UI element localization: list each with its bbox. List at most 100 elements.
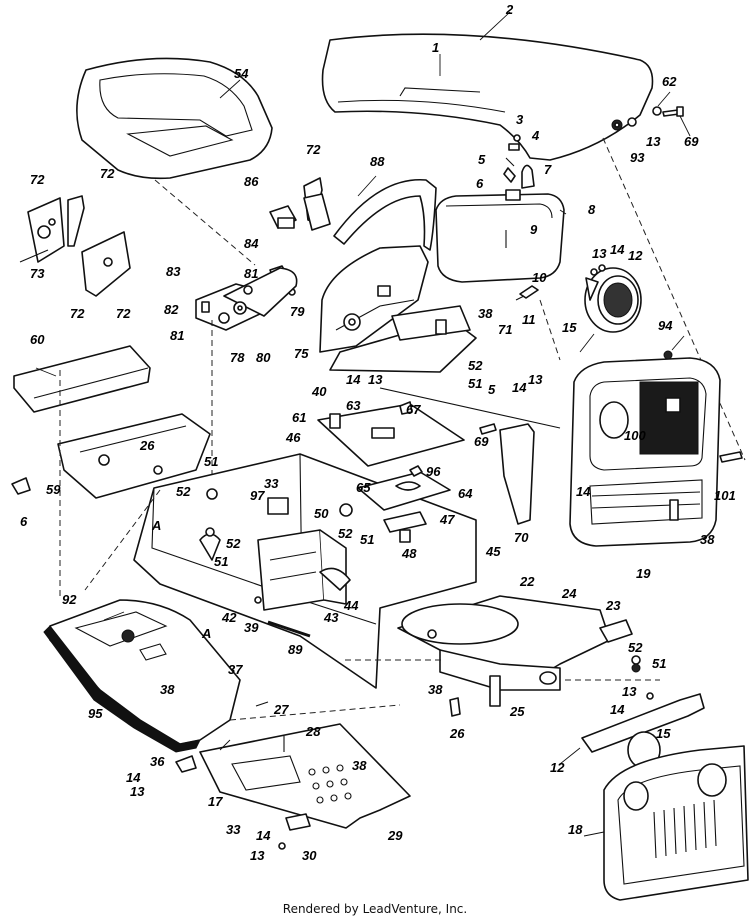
callout-89: 89	[288, 642, 303, 657]
callout-82: 82	[164, 302, 179, 317]
callout-13-dash: 13	[368, 372, 383, 387]
callout-12-bracket: 12	[550, 760, 565, 775]
callout-72-left: 72	[30, 172, 45, 187]
fuel-tank	[435, 189, 565, 283]
callout-93: 93	[630, 150, 645, 165]
callout-100: 100	[624, 428, 646, 443]
callout-51-frame: 51	[204, 454, 218, 469]
callout-3: 3	[516, 112, 524, 127]
callout-51-lower: 51	[214, 554, 228, 569]
callout-8: 8	[588, 202, 596, 217]
callout-70: 70	[514, 530, 529, 545]
callout-69-side: 69	[474, 434, 489, 449]
callout-84: 84	[244, 236, 259, 251]
bolt-10-11	[515, 285, 539, 301]
callout-88: 88	[370, 154, 385, 169]
hood	[321, 33, 746, 461]
callout-A-frame: A	[151, 518, 161, 533]
render-credit: Rendered by LeadVenture, Inc.	[282, 902, 468, 916]
callout-37: 37	[228, 662, 243, 677]
callout-6: 6	[476, 176, 484, 191]
callout-33-foot: 33	[226, 822, 241, 837]
rear-mount-plate	[397, 595, 641, 717]
callout-59: 59	[46, 482, 61, 497]
callout-72-lever: 72	[100, 166, 115, 181]
callout-9: 9	[530, 222, 538, 237]
callout-75: 75	[294, 346, 309, 361]
callout-6-pan: 6	[20, 514, 28, 529]
callout-38-dash: 38	[478, 306, 493, 321]
callout-18: 18	[568, 822, 583, 837]
callout-44: 44	[343, 598, 359, 613]
callout-72-right: 72	[116, 306, 131, 321]
callout-14-rod: 14	[512, 380, 527, 395]
callout-52-rear: 52	[628, 640, 643, 655]
callout-51-dash: 51	[468, 376, 482, 391]
footrest	[175, 701, 411, 850]
running-board	[43, 370, 241, 753]
callout-92: 92	[62, 592, 77, 607]
callout-47: 47	[439, 512, 455, 527]
callout-labels: 2 1 62 69 13 93 3 4 5 6 7 8 9 54 88 72 8…	[20, 2, 736, 863]
seat-bracket	[195, 267, 298, 600]
callout-14-bracket: 14	[610, 702, 625, 717]
seat	[76, 57, 273, 266]
callout-60: 60	[30, 332, 45, 347]
callout-96: 96	[426, 464, 441, 479]
callout-38-grille: 38	[700, 532, 715, 547]
callout-13-rod: 13	[528, 372, 543, 387]
assembly-lines	[84, 299, 660, 721]
callout-10: 10	[532, 270, 547, 285]
callout-101: 101	[714, 488, 736, 503]
callout-95: 95	[88, 706, 103, 721]
callout-72-bottom: 72	[70, 306, 85, 321]
callout-52-lower: 52	[226, 536, 241, 551]
hood-latch-hardware	[503, 134, 535, 189]
callout-54: 54	[234, 66, 249, 81]
callout-50: 50	[314, 506, 329, 521]
callout-79: 79	[290, 304, 305, 319]
callout-72-upper: 72	[306, 142, 321, 157]
callout-14-dash: 14	[346, 372, 361, 387]
callout-26-rear: 26	[449, 726, 465, 741]
callout-23: 23	[605, 598, 621, 613]
callout-17: 17	[208, 794, 223, 809]
callout-13-foot: 13	[130, 784, 145, 799]
control-levers	[19, 195, 131, 297]
callout-81-upper: 81	[244, 266, 258, 281]
callout-13-light: 13	[592, 246, 607, 261]
callout-64: 64	[458, 486, 473, 501]
battery	[254, 529, 351, 611]
callout-4: 4	[531, 128, 540, 143]
switch-and-lever	[269, 177, 331, 296]
callout-94: 94	[658, 318, 673, 333]
callout-48: 48	[401, 546, 417, 561]
callout-7: 7	[544, 162, 552, 177]
callout-61: 61	[292, 410, 306, 425]
callout-27: 27	[273, 702, 289, 717]
callout-69: 69	[684, 134, 699, 149]
leader-lines	[35, 11, 691, 837]
grille-slats	[653, 799, 717, 859]
callout-5: 5	[478, 152, 486, 167]
callout-14-light: 14	[610, 242, 625, 257]
callout-46: 46	[285, 430, 301, 445]
callout-67: 67	[406, 402, 421, 417]
side-bracket	[479, 423, 535, 525]
callout-86: 86	[244, 174, 259, 189]
callout-13: 13	[646, 134, 661, 149]
callout-13-lower: 13	[250, 848, 265, 863]
callout-24: 24	[561, 586, 577, 601]
callout-22: 22	[519, 574, 535, 589]
callout-51-mid: 51	[360, 532, 374, 547]
callout-65: 65	[356, 480, 371, 495]
callout-14-lower: 14	[256, 828, 271, 843]
front-grille	[603, 745, 749, 901]
callout-78: 78	[230, 350, 245, 365]
fender-pan	[11, 345, 211, 499]
callout-45: 45	[485, 544, 501, 559]
callout-63: 63	[346, 398, 361, 413]
callout-33-frame: 33	[264, 476, 279, 491]
callout-51-rear: 51	[652, 656, 666, 671]
